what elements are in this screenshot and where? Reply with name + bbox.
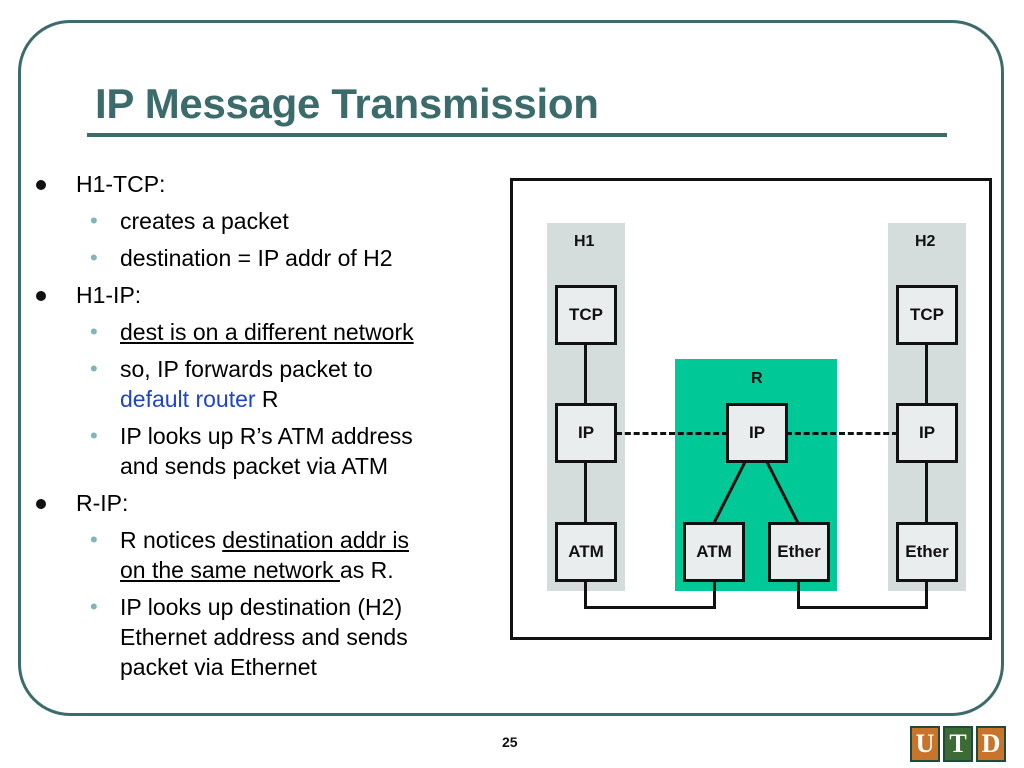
sub-bullet-dot-icon: • (90, 594, 98, 619)
sub-bullet-text: IP looks up R’s ATM address (120, 423, 413, 449)
sub-bullet: • IP looks up destination (H2) Ethernet … (30, 592, 500, 682)
ip-logical-link-left (616, 432, 728, 435)
sub-bullet-text: Ethernet address and sends (120, 624, 408, 650)
bullet-r-ip: R-IP: (30, 488, 500, 518)
h1-label: H1 (574, 233, 595, 250)
utd-logo: U T D (910, 726, 1006, 762)
bullet-list: H1-TCP: • creates a packet • destination… (30, 162, 500, 682)
slide-frame (18, 20, 1004, 716)
r-atm-drop (713, 579, 716, 609)
default-router-text: default router (120, 386, 256, 412)
bullet-dot-icon (36, 180, 46, 190)
atm-network-link (584, 606, 716, 609)
title-underline (87, 133, 947, 137)
sub-bullet-dot-icon: • (90, 423, 98, 448)
sub-bullet-text: on the same network (120, 557, 340, 583)
h1-ip-node: IP (555, 403, 617, 463)
sub-bullet-text: R notices (120, 527, 223, 553)
sub-bullet-dot-icon: • (90, 319, 98, 344)
bullet-label: H1-IP: (76, 282, 142, 308)
bullet-label: H1-TCP: (76, 171, 166, 197)
sub-bullet-dot-icon: • (90, 245, 98, 270)
h2-ip-ether-link (925, 461, 928, 525)
slide-title: IP Message Transmission (95, 80, 599, 127)
r-ether-drop (797, 579, 800, 609)
h1-tcp-ip-link (584, 341, 587, 405)
sub-bullet-text: dest is on a different network (120, 319, 414, 345)
sub-bullet-text: IP looks up destination (H2) (120, 594, 403, 620)
h1-atm-node: ATM (555, 522, 617, 582)
sub-bullet-dot-icon: • (90, 356, 98, 381)
sub-bullet-text: so, IP forwards packet to (120, 356, 373, 382)
router-ip-node: IP (726, 403, 788, 463)
router-branch-lines (711, 461, 801, 526)
bullet-label: R-IP: (76, 490, 129, 516)
sub-bullet-text: packet via Ethernet (120, 654, 317, 680)
sub-bullet: • R notices destination addr is on the s… (30, 525, 500, 585)
sub-bullet-text: and sends packet via ATM (120, 453, 389, 479)
sub-bullet: • so, IP forwards packet to default rout… (30, 354, 500, 414)
sub-bullet: • dest is on a different network (30, 317, 500, 347)
network-diagram: H1 H2 R TCP IP ATM IP ATM Ether TCP IP E… (510, 178, 992, 640)
router-ether-node: Ether (768, 522, 830, 582)
h2-tcp-node: TCP (896, 285, 958, 345)
h2-label: H2 (915, 233, 936, 250)
bullet-h1-tcp: H1-TCP: (30, 169, 500, 199)
sub-bullet-dot-icon: • (90, 208, 98, 233)
sub-bullet: • IP looks up R’s ATM address and sends … (30, 421, 500, 481)
logo-letter-t: T (943, 726, 973, 762)
h2-ether-drop (925, 579, 928, 609)
logo-letter-d: D (976, 726, 1006, 762)
bullet-dot-icon (36, 499, 46, 509)
sub-bullet-text: as R. (339, 557, 394, 583)
bullet-dot-icon (36, 291, 46, 301)
sub-bullet-text: R (255, 386, 279, 412)
router-label: R (751, 370, 763, 387)
sub-bullet: • creates a packet (30, 206, 500, 236)
h1-ip-atm-link (584, 461, 587, 525)
ethernet-network-link (797, 606, 928, 609)
sub-bullet-text: creates a packet (120, 208, 289, 234)
sub-bullet-dot-icon: • (90, 527, 98, 552)
h2-ip-node: IP (896, 403, 958, 463)
h1-atm-drop (584, 579, 587, 609)
h2-ether-node: Ether (896, 522, 958, 582)
sub-bullet: • destination = IP addr of H2 (30, 243, 500, 273)
router-atm-node: ATM (683, 522, 745, 582)
sub-bullet-text: destination addr is (222, 527, 409, 553)
sub-bullet-text: destination = IP addr of H2 (120, 245, 393, 271)
h1-tcp-node: TCP (555, 285, 617, 345)
bullet-h1-ip: H1-IP: (30, 280, 500, 310)
page-number: 25 (502, 734, 518, 750)
h2-tcp-ip-link (925, 341, 928, 405)
ip-logical-link-right (786, 432, 898, 435)
logo-letter-u: U (910, 726, 940, 762)
